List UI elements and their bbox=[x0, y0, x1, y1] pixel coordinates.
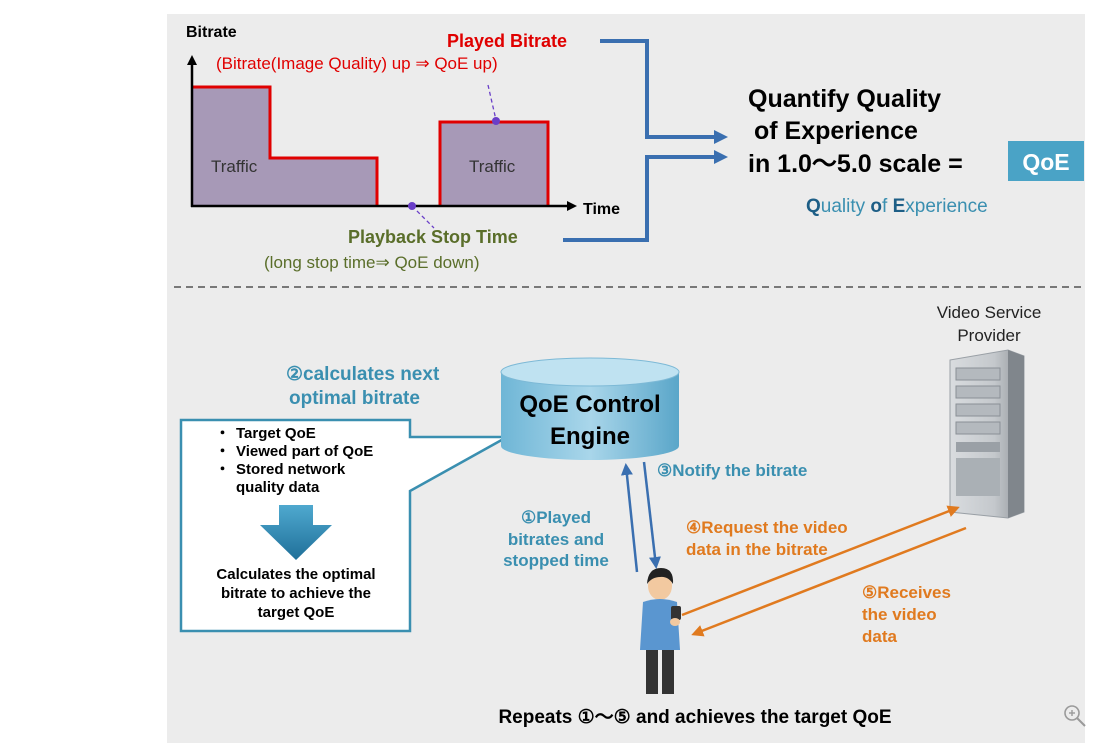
step5-line1: ⑤Receives bbox=[862, 583, 951, 602]
svg-text:・: ・ bbox=[215, 461, 230, 478]
stop-to-qoe-arrow bbox=[563, 150, 728, 242]
input-network: Stored network bbox=[236, 461, 346, 478]
traffic-area-2 bbox=[440, 122, 548, 205]
step5-line2: the video bbox=[862, 605, 937, 624]
video-server-icon: Video Service Provider bbox=[937, 303, 1042, 519]
played-pointer bbox=[487, 84, 497, 121]
footer-text: Repeats ①～⑤ and achieves the target QoE bbox=[498, 707, 891, 728]
traffic-label-1: Traffic bbox=[211, 157, 258, 176]
calculation-callout: ・ Target QoE ・ Viewed part of QoE ・ Stor… bbox=[179, 418, 512, 633]
played-to-qoe-arrow bbox=[600, 39, 728, 144]
down-arrow-icon bbox=[260, 505, 332, 560]
step3-label: ③Notify the bitrate bbox=[657, 461, 807, 480]
step1-line1: ①Played bbox=[521, 508, 591, 527]
svg-text:・: ・ bbox=[215, 443, 230, 460]
played-bitrate-title: Played Bitrate bbox=[447, 31, 567, 51]
input-network-2: quality data bbox=[236, 479, 320, 496]
stop-title: Playback Stop Time bbox=[348, 227, 518, 247]
step1-line2: bitrates and bbox=[508, 530, 604, 549]
bitrate-chart: Bitrate Time Traffic Traffic Played Bitr… bbox=[186, 24, 620, 272]
step5-arrow bbox=[691, 526, 967, 637]
step4-line2: data in the bitrate bbox=[686, 540, 828, 559]
qoe-badge-text: QoE bbox=[1022, 149, 1069, 175]
played-dot bbox=[492, 117, 500, 125]
step5-line3: data bbox=[862, 627, 898, 646]
input-viewed-part: Viewed part of QoE bbox=[236, 443, 373, 460]
x-axis-label: Time bbox=[583, 201, 620, 218]
quantify-line2: of Experience bbox=[754, 117, 918, 145]
server-label-line1: Video Service bbox=[937, 303, 1042, 322]
step1-line3: stopped time bbox=[503, 551, 609, 570]
step2-line1: ②calculates next bbox=[286, 364, 440, 385]
user-icon bbox=[640, 568, 681, 694]
traffic-area-1 bbox=[193, 87, 377, 205]
qoe-expansion: Quality of Experience bbox=[806, 196, 988, 217]
calc-line1: Calculates the optimal bbox=[216, 566, 375, 583]
qoe-definition: Quantify Quality of Experience in 1.0～5.… bbox=[748, 85, 1084, 217]
step4-arrow bbox=[681, 505, 960, 617]
step3-arrow bbox=[642, 461, 661, 569]
calc-line2: bitrate to achieve the bbox=[221, 585, 371, 602]
step2-line2: optimal bitrate bbox=[289, 388, 420, 409]
calc-line3: target QoE bbox=[258, 604, 335, 621]
traffic-label-2: Traffic bbox=[469, 157, 516, 176]
server-label-line2: Provider bbox=[957, 326, 1021, 345]
y-axis-label: Bitrate bbox=[186, 24, 237, 41]
qoe-badge bbox=[1008, 141, 1084, 181]
played-bitrate-note: (Bitrate(Image Quality) up ⇒ QoE up) bbox=[216, 54, 498, 73]
input-target-qoe: Target QoE bbox=[236, 425, 316, 442]
stop-pointer bbox=[411, 205, 435, 229]
qoe-control-engine: QoE Control Engine bbox=[500, 357, 680, 460]
svg-text:・: ・ bbox=[215, 425, 230, 442]
engine-line1: QoE Control bbox=[519, 391, 660, 418]
stop-dot bbox=[408, 202, 416, 210]
magnifier-icon[interactable] bbox=[1062, 703, 1088, 729]
step1-arrow bbox=[620, 463, 639, 573]
quantify-line3: in 1.0～5.0 scale = bbox=[748, 150, 963, 178]
quantify-line1: Quantify Quality bbox=[748, 85, 941, 113]
stop-note: (long stop time⇒ QoE down) bbox=[264, 253, 480, 272]
step4-line1: ④Request the video bbox=[686, 518, 848, 537]
engine-line2: Engine bbox=[550, 423, 630, 450]
